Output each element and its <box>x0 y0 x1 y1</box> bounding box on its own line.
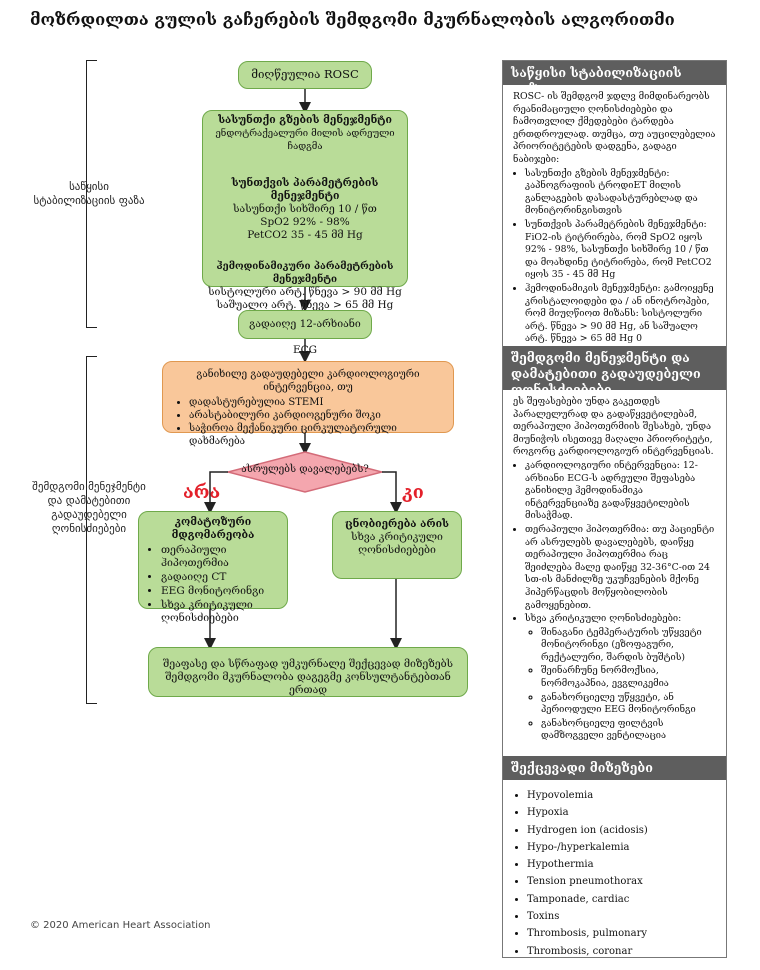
breathing-line2: SpO2 92% - 98% <box>260 216 350 228</box>
section2-item: თერაპიული ჰიპოთერმია: თუ პაციენტი არ ასრ… <box>525 524 716 612</box>
panel-section-initial: ROSC- ის შემდგომ ჯდლვ მიმდინარეობს რეანი… <box>503 87 726 344</box>
cause-item: Hypo-/hyperkalemia <box>527 840 716 856</box>
comatose-box: კომატოზური მდგომარეობა თერაპიული ჰიპოთერ… <box>138 511 288 624</box>
awake-title: ცნობიერება არის <box>344 518 450 530</box>
awake-text: სხვა კრიტიკული ღონისძიებები <box>351 531 443 556</box>
consider-item: საჭიროა მექანიკური ცირკულატორული დახმარე… <box>189 422 441 448</box>
section2-item: სხვა კრიტიკული ღონისძიებები: <box>525 613 682 625</box>
comatose-title: კომატოზური მდგომარეობა <box>171 516 255 541</box>
section1-item: სასუნთქი გზების მენეჯმენტი: კაპნოგრაფიის… <box>525 168 716 218</box>
consider-item: დადასტურებულია STEMI <box>189 396 441 409</box>
cause-item: Hypovolemia <box>527 788 716 804</box>
phase-bracket-ongoing <box>86 356 97 704</box>
consider-intro: განიხილე გადაუდებელი კარდიოლოგიური ინტერ… <box>196 369 420 393</box>
ecg-box: გადაიღე 12-არხიანი ECG <box>238 310 372 356</box>
decision-label: ასრულებს დავალებებს? <box>241 464 369 475</box>
arrow-decision-no <box>204 471 228 514</box>
consider-item: არასტაბილური კარდიოგენური შოკი <box>189 409 441 422</box>
panel-header-ongoing: შემდგომი მენეჯმენტი და დამატებითი გადაუდ… <box>503 346 726 397</box>
yes-label: კი <box>402 482 424 503</box>
airway-title: სასუნთქი გზების მენეჯმენტი <box>218 114 392 126</box>
section1-intro: ROSC- ის შემდგომ ჯდლვ მიმდინარეობს რეანი… <box>513 91 716 165</box>
airway-text: ენდოტრაქეალური მილის ადრეული ჩადგმა <box>215 128 395 152</box>
cause-item: Tamponade, cardiac <box>527 892 716 908</box>
comatose-item: სხვა კრიტიკული ღონისძიებები <box>161 599 281 625</box>
rosc-label: მიღწეულია ROSC <box>251 67 359 81</box>
hemo-line2: საშუალო არტ. წნევა > 65 მმ Hg <box>216 299 394 311</box>
cause-item: Thrombosis, pulmonary <box>527 926 716 942</box>
breathing-title: სუნთქვის პარამეტრების მენეჯმენტი <box>231 177 379 202</box>
cause-item: Hydrogen ion (acidosis) <box>527 823 716 839</box>
ecg-label: გადაიღე 12-არხიანი ECG <box>249 318 361 356</box>
section1-item: ჰემოდინამიკის მენეჯმენტი: გამოიყენე კრის… <box>525 283 716 346</box>
final-text: შეაფასე და სწრაფად უმკურნალე შექცევად მი… <box>163 658 453 696</box>
final-box: შეაფასე და სწრაფად უმკურნალე შექცევად მი… <box>148 647 468 697</box>
section2-subitem: შეინარჩუნე ნორმოქსია, ნორმოკაპნია, ევგლი… <box>541 665 716 690</box>
cause-item: Hypothermia <box>527 857 716 873</box>
panel-header-initial: საწყისი სტაბილიზაციის ფაზა <box>503 61 726 96</box>
hemo-title: ჰემოდინამიკური პარამეტრების მენეჯმენტი <box>216 261 394 285</box>
panel-section-reversible: Hypovolemia Hypoxia Hydrogen ion (acidos… <box>503 783 726 957</box>
awake-box: ცნობიერება არის სხვა კრიტიკული ღონისძიებ… <box>332 511 462 579</box>
cause-item: Toxins <box>527 909 716 925</box>
hemo-line1: სისტოლური არტ. წნევა > 90 მმ Hg <box>208 286 402 298</box>
section1-item: სუნთქვის პარამეტრების მენეჯმენტი: FiO2-ი… <box>525 219 716 282</box>
panel-section-ongoing: ეს შეფასებები უნდა გაკეთდეს პარალელურად … <box>503 392 726 754</box>
copyright-footer: © 2020 American Heart Association <box>30 920 211 931</box>
phase-bracket-initial <box>86 60 97 328</box>
breathing-line3: PetCO2 35 - 45 მმ Hg <box>247 229 363 241</box>
rosc-box: მიღწეულია ROSC <box>238 61 372 89</box>
panel-header-reversible: შექცევადი მიზეზები <box>503 756 726 780</box>
section2-subitem: განახორციელე უწყვეტი, ან პერიოდული EEG მ… <box>541 692 716 717</box>
cause-item: Tension pneumothorax <box>527 874 716 890</box>
consider-intervention-box: განიხილე გადაუდებელი კარდიოლოგიური ინტერ… <box>162 361 454 447</box>
phase-label-initial: საწყისი სტაბილიზაციის ფაზა <box>33 180 145 207</box>
section2-intro: ეს შეფასებები უნდა გაკეთდეს პარალელურად … <box>513 396 714 458</box>
arrow-decision-yes <box>382 471 402 514</box>
comatose-item: გადაიღე CT <box>161 571 281 584</box>
page-title: მოზრდილთა გულის გაჩერების შემდგომი მკურნ… <box>30 10 675 29</box>
cause-item: Hypoxia <box>527 805 716 821</box>
stabilization-box: სასუნთქი გზების მენეჯმენტი ენდოტრაქეალურ… <box>202 110 408 311</box>
section2-subitem: შინაგანი ტემპერატურის უწყვეტი მონიტორინგ… <box>541 627 716 665</box>
comatose-item: EEG მონიტორინგი <box>161 585 281 598</box>
section2-item: კარდიოლოგიური ინტერვენცია: 12-არხიანი EC… <box>525 460 716 523</box>
info-panel: საწყისი სტაბილიზაციის ფაზა ROSC- ის შემდ… <box>502 60 727 958</box>
phase-label-ongoing: შემდგომი მენეჯმენტი და დამატებითი გადაუდ… <box>32 480 146 535</box>
breathing-line1: სასუნთქი სიხშირე 10 / წთ <box>233 203 377 215</box>
section2-subitem: განახორციელე ფილტვის დამზოგველი ვენტილაც… <box>541 718 716 743</box>
comatose-item: თერაპიული ჰიპოთერმია <box>161 544 281 570</box>
cause-item: Thrombosis, coronar <box>527 944 716 960</box>
no-label: არა <box>183 482 221 503</box>
decision-diamond <box>225 451 385 493</box>
